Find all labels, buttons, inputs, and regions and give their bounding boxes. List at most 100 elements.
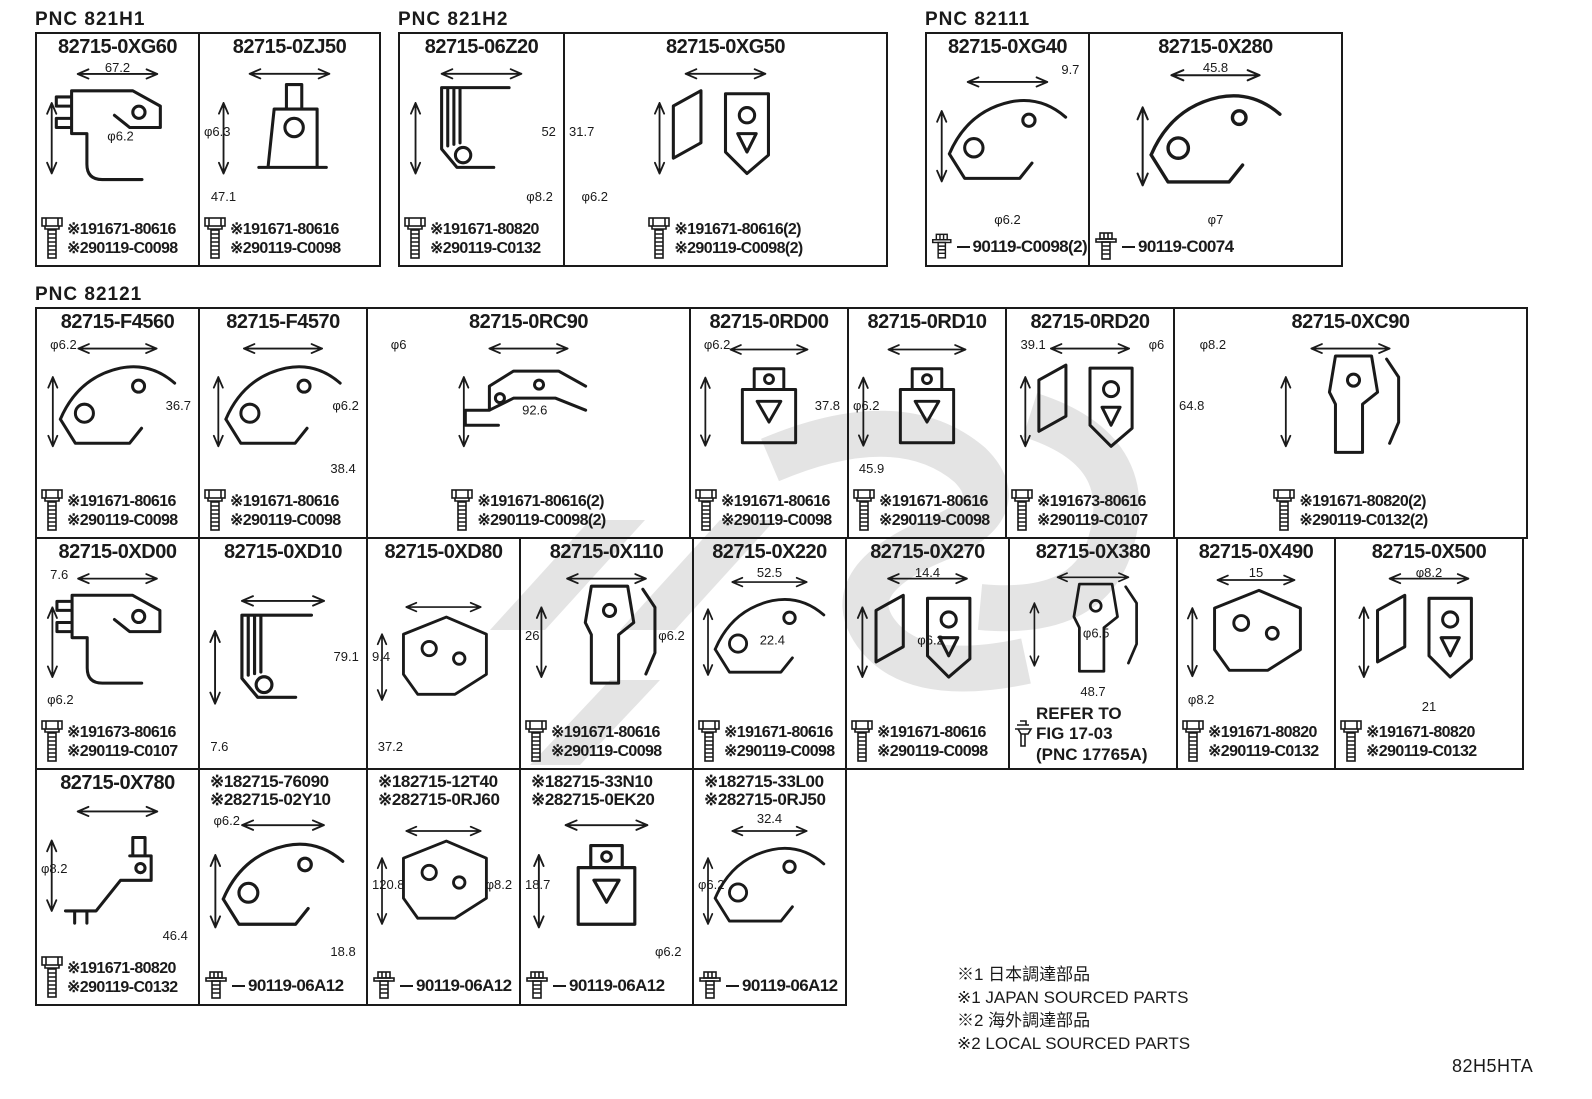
dimension-label: φ6.2 [654,943,682,959]
legend-line: ※2 海外調達部品 [957,1011,1091,1030]
dimension-label: φ8.2 [1199,336,1227,352]
fastener-info: 90119-06A12 [521,970,692,1004]
dimension-label: φ8.2 [41,861,68,877]
part-number-block: 82715-0X380 [1010,539,1176,564]
fastener-part-number: ※290119-C0107 [1037,512,1148,529]
fastener-info: ※191671-80616※290119-C0098 [37,487,198,537]
dimension-label: 37.8 [814,397,841,413]
leader-line [553,985,566,987]
part-number-block: 82715-0RD20 [1007,309,1173,334]
dimension-label: φ8.2 [526,188,553,204]
fastener-part-number: REFER TO [1036,703,1122,723]
part-number-block: 82715-0XD00 [37,539,198,564]
part-number: ※282715-02Y10 [210,790,331,810]
bracket-drawing [535,572,657,685]
part-number: 82715-0X280 [1158,36,1273,58]
fastener-part-number: ※191671-80616 [230,492,339,510]
dimension-label: 45.9 [858,460,885,476]
bracket-drawing [376,601,488,701]
dimension-label: φ8.2 [485,876,513,892]
part-number-block: 82715-0XD80 [368,539,519,564]
fastener-info: ※191671-80820※290119-C0132 [400,215,563,265]
fastener-part-number: ※191671-80616 [877,723,986,741]
fastener-part-number: ※290119-C0098 [877,743,988,760]
part-number: 82715-0XD10 [224,541,342,563]
dimension-label: φ6.2 [213,812,240,828]
bracket-drawing [46,68,162,181]
fastener-part-number: ※290119-C0132 [67,979,178,996]
dimension-label: 45.8 [1202,59,1229,75]
fastener-part-number: ※191671-80616 [721,492,830,510]
fastener-info: ※191671-80616 ※290119-C0098 [847,718,1008,768]
part-number: 82715-06Z20 [424,36,539,58]
dimension-label: φ6.5 [1082,625,1110,641]
bolt-icon [1340,720,1362,762]
leader-line [1122,246,1135,248]
part-number-block: 82715-0X780 [37,770,198,795]
fastener-part-number: ※290119-C0098 [230,240,341,257]
bolt-icon [525,720,547,762]
bracket-drawing [700,343,809,447]
part-number: 82715-0XD80 [384,541,503,563]
fastener-info: ※191673-80616※290119-C0107 [37,718,198,768]
bracket-drawing [46,572,162,685]
part-number-block: 82715-0X490 [1178,539,1334,564]
pnc-label: PNC 82111 [925,9,1031,30]
fastener-info: ※191671-80616※290119-C0098 [200,215,379,265]
part-number-block: ※182715-33L00※282715-0RJ50 [694,770,845,810]
part-number: ※182715-12T40 [378,772,498,791]
fastener-part-number: ※191671-80616(2) [477,492,604,510]
page-code: 82H5HTA [1452,1056,1534,1076]
fastener-part-number: ※191671-80616 [724,723,833,741]
bracket-drawing [1358,572,1473,679]
bolt-icon [931,233,952,259]
part-number: 82715-0X500 [1371,541,1487,563]
fastener-info: ※191671-80616※290119-C0098 [694,718,845,768]
bolt-icon [204,489,226,531]
dimension-label: 22.4 [759,632,786,648]
part-number-block: ※182715-12T40※282715-0RJ60 [368,770,519,810]
part-number: 82715-0XG60 [57,36,178,58]
part-number-block: 82715-0RD10 [849,309,1005,334]
dimension-label: φ6.2 [658,628,685,644]
fastener-part-number: ※191671-80616(2) [674,220,801,238]
fastener-info: ※191671-80616※290119-C0098 [37,215,198,265]
fastener-part-number: 90119-06A12 [248,975,344,995]
part-number: ※182715-33N10 [531,772,653,791]
dimension-label: φ7 [1207,212,1224,227]
part-number: 82715-0XC90 [1291,311,1410,333]
bracket-drawing [1029,571,1138,673]
fastener-info: 90119-06A12 [694,970,845,1004]
part-number-block: ※182715-33N10※282715-0EK20 [521,770,692,810]
part-number: 82715-0X220 [712,541,827,563]
bracket-drawing [47,342,177,447]
bolt-icon [695,489,717,531]
legend-line: ※2 LOCAL SOURCED PARTS [957,1034,1191,1053]
part-number: ※282715-0RJ50 [704,790,826,810]
bracket-drawing [212,342,342,447]
part-number-block: 82715-0XD10 [200,539,366,564]
dimension-label: φ6.2 [698,876,725,892]
fastener-part-number: ※290119-C0132(2) [1299,512,1428,529]
clip-icon [1015,720,1033,748]
dimension-label: 31.7 [569,124,595,140]
dimension-label: 15 [1248,564,1264,580]
part-number-block: 82715-0RD00 [691,309,847,334]
